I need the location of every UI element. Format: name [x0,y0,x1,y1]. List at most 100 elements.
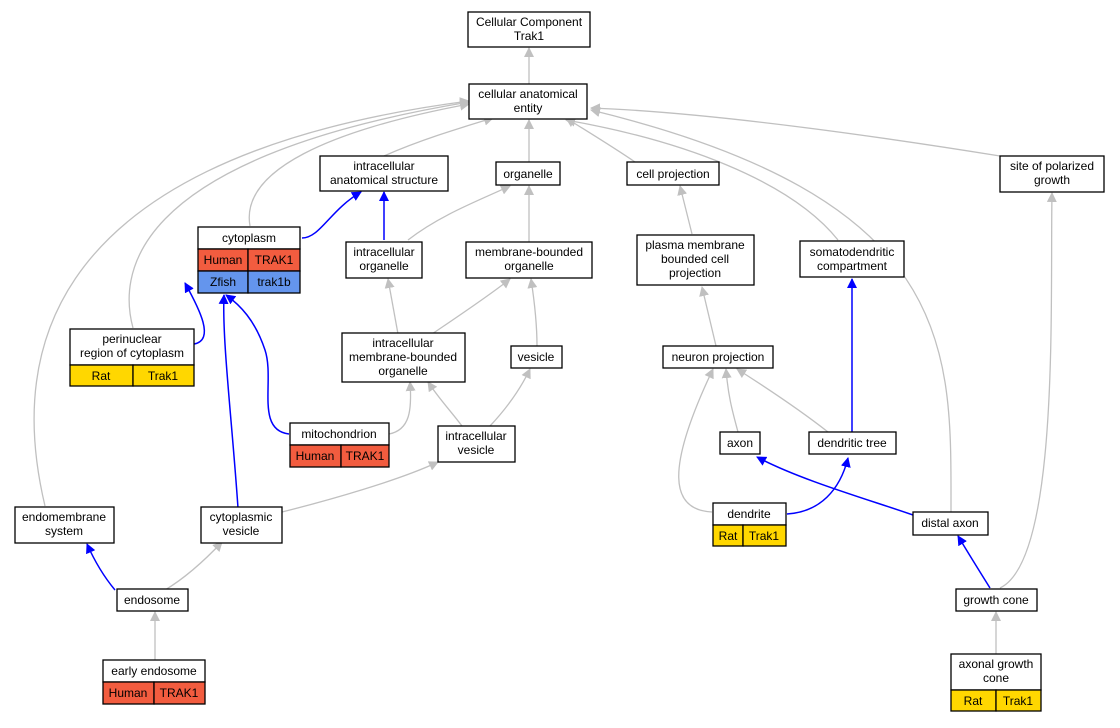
node-label: intracellular [353,245,414,259]
node-organelle[interactable]: organelle [495,161,561,186]
node-cytoplasmic-vesicle[interactable]: cytoplasmic vesicle [200,506,283,544]
node-label: Cellular Component [476,15,583,29]
node-label: perinuclear [102,332,161,346]
node-label: dendritic tree [817,436,887,450]
node-label: endomembrane [22,510,106,524]
node-label: intracellular [445,429,506,443]
node-perinuclear-region-of-cytoplasm[interactable]: perinuclear region of cytoplasm Rat Trak… [69,328,195,387]
node-label: neuron projection [672,350,765,364]
node-site-of-polarized-growth[interactable]: site of polarized growth [999,155,1105,193]
gray-edges [33,47,1057,660]
node-intracellular-vesicle[interactable]: intracellular vesicle [437,425,516,463]
edge-vesicle-mborg [527,278,538,347]
node-label: system [45,524,83,538]
node-label: bounded cell [661,252,729,266]
edge-cellproj-cae [565,117,636,163]
edge-dendrite-dentree [786,457,851,515]
edge-cytves-intves [281,461,439,513]
node-label: vesicle [458,443,495,457]
species-label: Human [296,449,335,463]
nodes: Cellular Component Trak1 cellular anatom… [14,11,1105,712]
edge-neuronproj-pmbcp [699,286,717,347]
node-intracellular-membrane-bounded-organelle[interactable]: intracellular membrane-bounded organelle [341,332,466,383]
node-label: somatodendritic [810,245,895,259]
edge-cytoplasm-cae [248,100,470,227]
node-label: vesicle [518,350,555,364]
node-membrane-bounded-organelle[interactable]: membrane-bounded organelle [465,241,593,279]
edge-pmbcp-cellproj [677,185,693,235]
node-label: site of polarized [1010,159,1094,173]
node-distal-axon[interactable]: distal axon [912,511,989,536]
node-label: organelle [504,259,554,273]
species-label: Rat [964,694,983,708]
edge-intves-vesicle [489,368,531,427]
node-label: cellular anatomical [478,87,577,101]
node-early-endosome[interactable]: early endosome Human TRAK1 [102,659,206,705]
edge-ias-cae [383,115,494,157]
node-cell-projection[interactable]: cell projection [626,161,720,186]
node-label: vesicle [223,524,260,538]
node-neuron-projection[interactable]: neuron projection [662,345,774,369]
node-mitochondrion[interactable]: mitochondrion Human TRAK1 [289,422,390,468]
node-endomembrane-system[interactable]: endomembrane system [14,506,115,544]
edge-intves-imbo [427,381,463,427]
species-label: Human [204,253,243,267]
node-label: intracellular [372,336,433,350]
species-label: Rat [719,529,738,543]
node-label: organelle [378,364,428,378]
node-label: region of cytoplasm [80,346,184,360]
species-label: Zfish [210,275,236,289]
node-axon[interactable]: axon [719,431,761,455]
edge-distaxon-axon [756,456,914,516]
edge-dentree-neuronproj [736,368,829,433]
node-label: organelle [503,167,553,181]
gene-label: TRAK1 [255,253,294,267]
node-growth-cone[interactable]: growth cone [955,588,1038,612]
node-label: cytoplasmic [210,510,273,524]
edge-axon-neuronproj [721,368,739,433]
node-label: cytoplasm [222,231,276,245]
node-label: mitochondrion [301,427,376,441]
node-intracellular-anatomical-structure[interactable]: intracellular anatomical structure [319,155,449,192]
node-intracellular-organelle[interactable]: intracellular organelle [345,241,423,279]
node-label: organelle [359,259,409,273]
node-dendrite[interactable]: dendrite Rat Trak1 [712,502,787,547]
edge-perinuc-cytoplasm [184,282,205,345]
node-dendritic-tree[interactable]: dendritic tree [808,431,897,455]
node-plasma-membrane-bounded-cell-projection[interactable]: plasma membrane bounded cell projection [636,234,755,286]
edge-cytoplasm-ias [301,191,362,239]
node-label: entity [514,101,543,115]
node-vesicle[interactable]: vesicle [510,345,563,369]
edge-mito-imbo [388,381,416,435]
node-cellular-anatomical-entity[interactable]: cellular anatomical entity [468,83,588,120]
node-label: projection [669,266,721,280]
edge-endosome-endomem [86,543,116,591]
node-label: distal axon [921,516,978,530]
node-label: cell projection [636,167,709,181]
edge-endosome-cytves [164,541,223,591]
node-cytoplasm[interactable]: cytoplasm Human TRAK1 Zfish trak1b [197,226,301,294]
edge-perinuc-cae [128,98,470,329]
node-label: dendrite [727,507,771,521]
node-cellular-component[interactable]: Cellular Component Trak1 [467,11,591,48]
edge-imbo-intorg [384,278,399,335]
gene-label: Trak1 [1003,694,1034,708]
node-label: growth [1034,173,1070,187]
node-somatodendritic-compartment[interactable]: somatodendritic compartment [799,240,905,278]
node-label: anatomical structure [330,173,438,187]
node-axonal-growth-cone[interactable]: axonal growth cone Rat Trak1 [950,653,1042,712]
node-label: endosome [124,593,180,607]
node-label: Trak1 [514,29,545,43]
node-endosome[interactable]: endosome [116,588,189,612]
edge-mito-cytoplasm [225,294,290,435]
gene-label: TRAK1 [160,686,199,700]
edge-somato-cae [565,116,839,241]
node-label: plasma membrane [645,238,745,252]
node-label: axonal growth [959,657,1034,671]
edge-growthcone-distaxon [957,535,991,589]
gene-label: Trak1 [749,529,780,543]
node-label: compartment [817,259,888,273]
gene-label: Trak1 [148,369,179,383]
node-label: cone [983,671,1009,685]
